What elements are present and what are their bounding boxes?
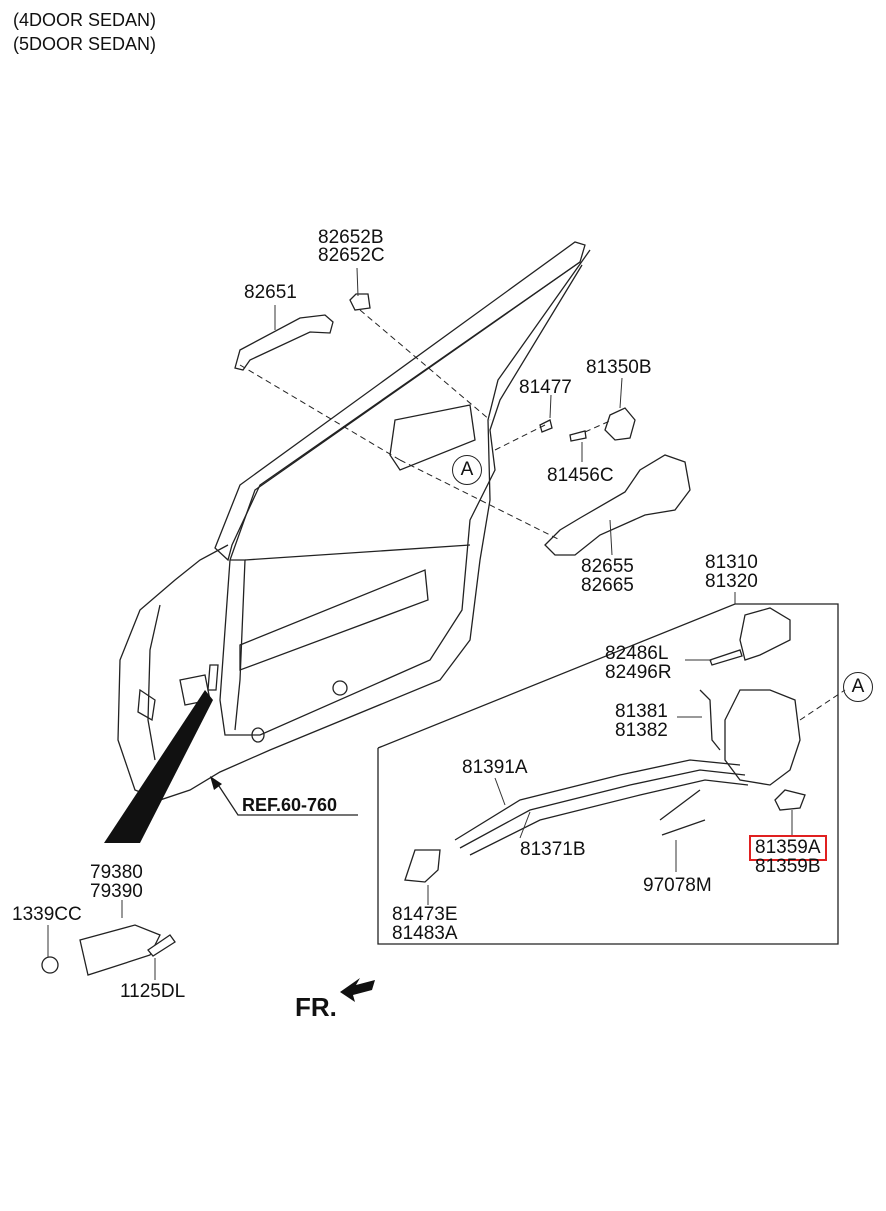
ref-label: REF.60-760	[242, 795, 338, 815]
label-81310: 81310	[705, 552, 758, 573]
label-81456c: 81456C	[547, 465, 614, 486]
label-1125dl: 1125DL	[120, 981, 186, 1002]
header-line-2: (5DOOR SEDAN)	[13, 34, 157, 54]
ref-leader	[214, 779, 358, 816]
ref-wedge	[104, 690, 213, 843]
label-81477: 81477	[519, 377, 572, 398]
label-81473e: 81473E	[392, 904, 458, 925]
callout-a-latch: A	[843, 672, 873, 702]
label-81381: 81381	[615, 701, 668, 722]
label-81391a: 81391A	[462, 757, 528, 778]
bracket-81350b	[604, 407, 636, 441]
door-checker	[79, 924, 161, 976]
inside-lever	[404, 849, 441, 883]
outside-handle	[234, 314, 334, 371]
front-label: FR.	[295, 992, 337, 1022]
label-79390: 79390	[90, 881, 143, 902]
bolt-1125dl	[147, 934, 176, 957]
front-arrow-icon	[340, 978, 375, 1002]
nut-1339cc	[41, 956, 59, 974]
part-81359a	[774, 789, 806, 811]
screw-81456c	[569, 430, 587, 442]
label-82652b: 82652B	[318, 227, 384, 248]
bolt-81477	[539, 419, 553, 433]
label-81320: 81320	[705, 571, 758, 592]
latch-box	[377, 603, 839, 945]
label-81483a: 81483A	[392, 923, 458, 944]
label-81359b: 81359B	[755, 856, 821, 877]
label-82655: 82655	[581, 556, 634, 577]
label-81371b: 81371B	[520, 839, 586, 860]
callout-a-door: A	[452, 455, 482, 485]
label-81350b: 81350B	[586, 357, 652, 378]
header-line-1: (4DOOR SEDAN)	[13, 10, 157, 30]
label-81382: 81382	[615, 720, 668, 741]
handle-bracket	[544, 454, 691, 556]
label-79380: 79380	[90, 862, 143, 883]
label-82486l: 82486L	[605, 643, 669, 664]
handle-cap	[349, 293, 371, 311]
latch-assembly	[724, 689, 801, 786]
latch-cover	[739, 607, 791, 661]
label-82652c: 82652C	[318, 245, 385, 266]
label-82651: 82651	[244, 282, 297, 303]
label-97078m: 97078M	[643, 875, 712, 896]
door-panel	[117, 241, 591, 801]
label-82496r: 82496R	[605, 662, 672, 683]
label-1339cc: 1339CC	[12, 904, 82, 925]
label-82665: 82665	[581, 575, 634, 596]
label-81359a: 81359A	[749, 835, 827, 861]
